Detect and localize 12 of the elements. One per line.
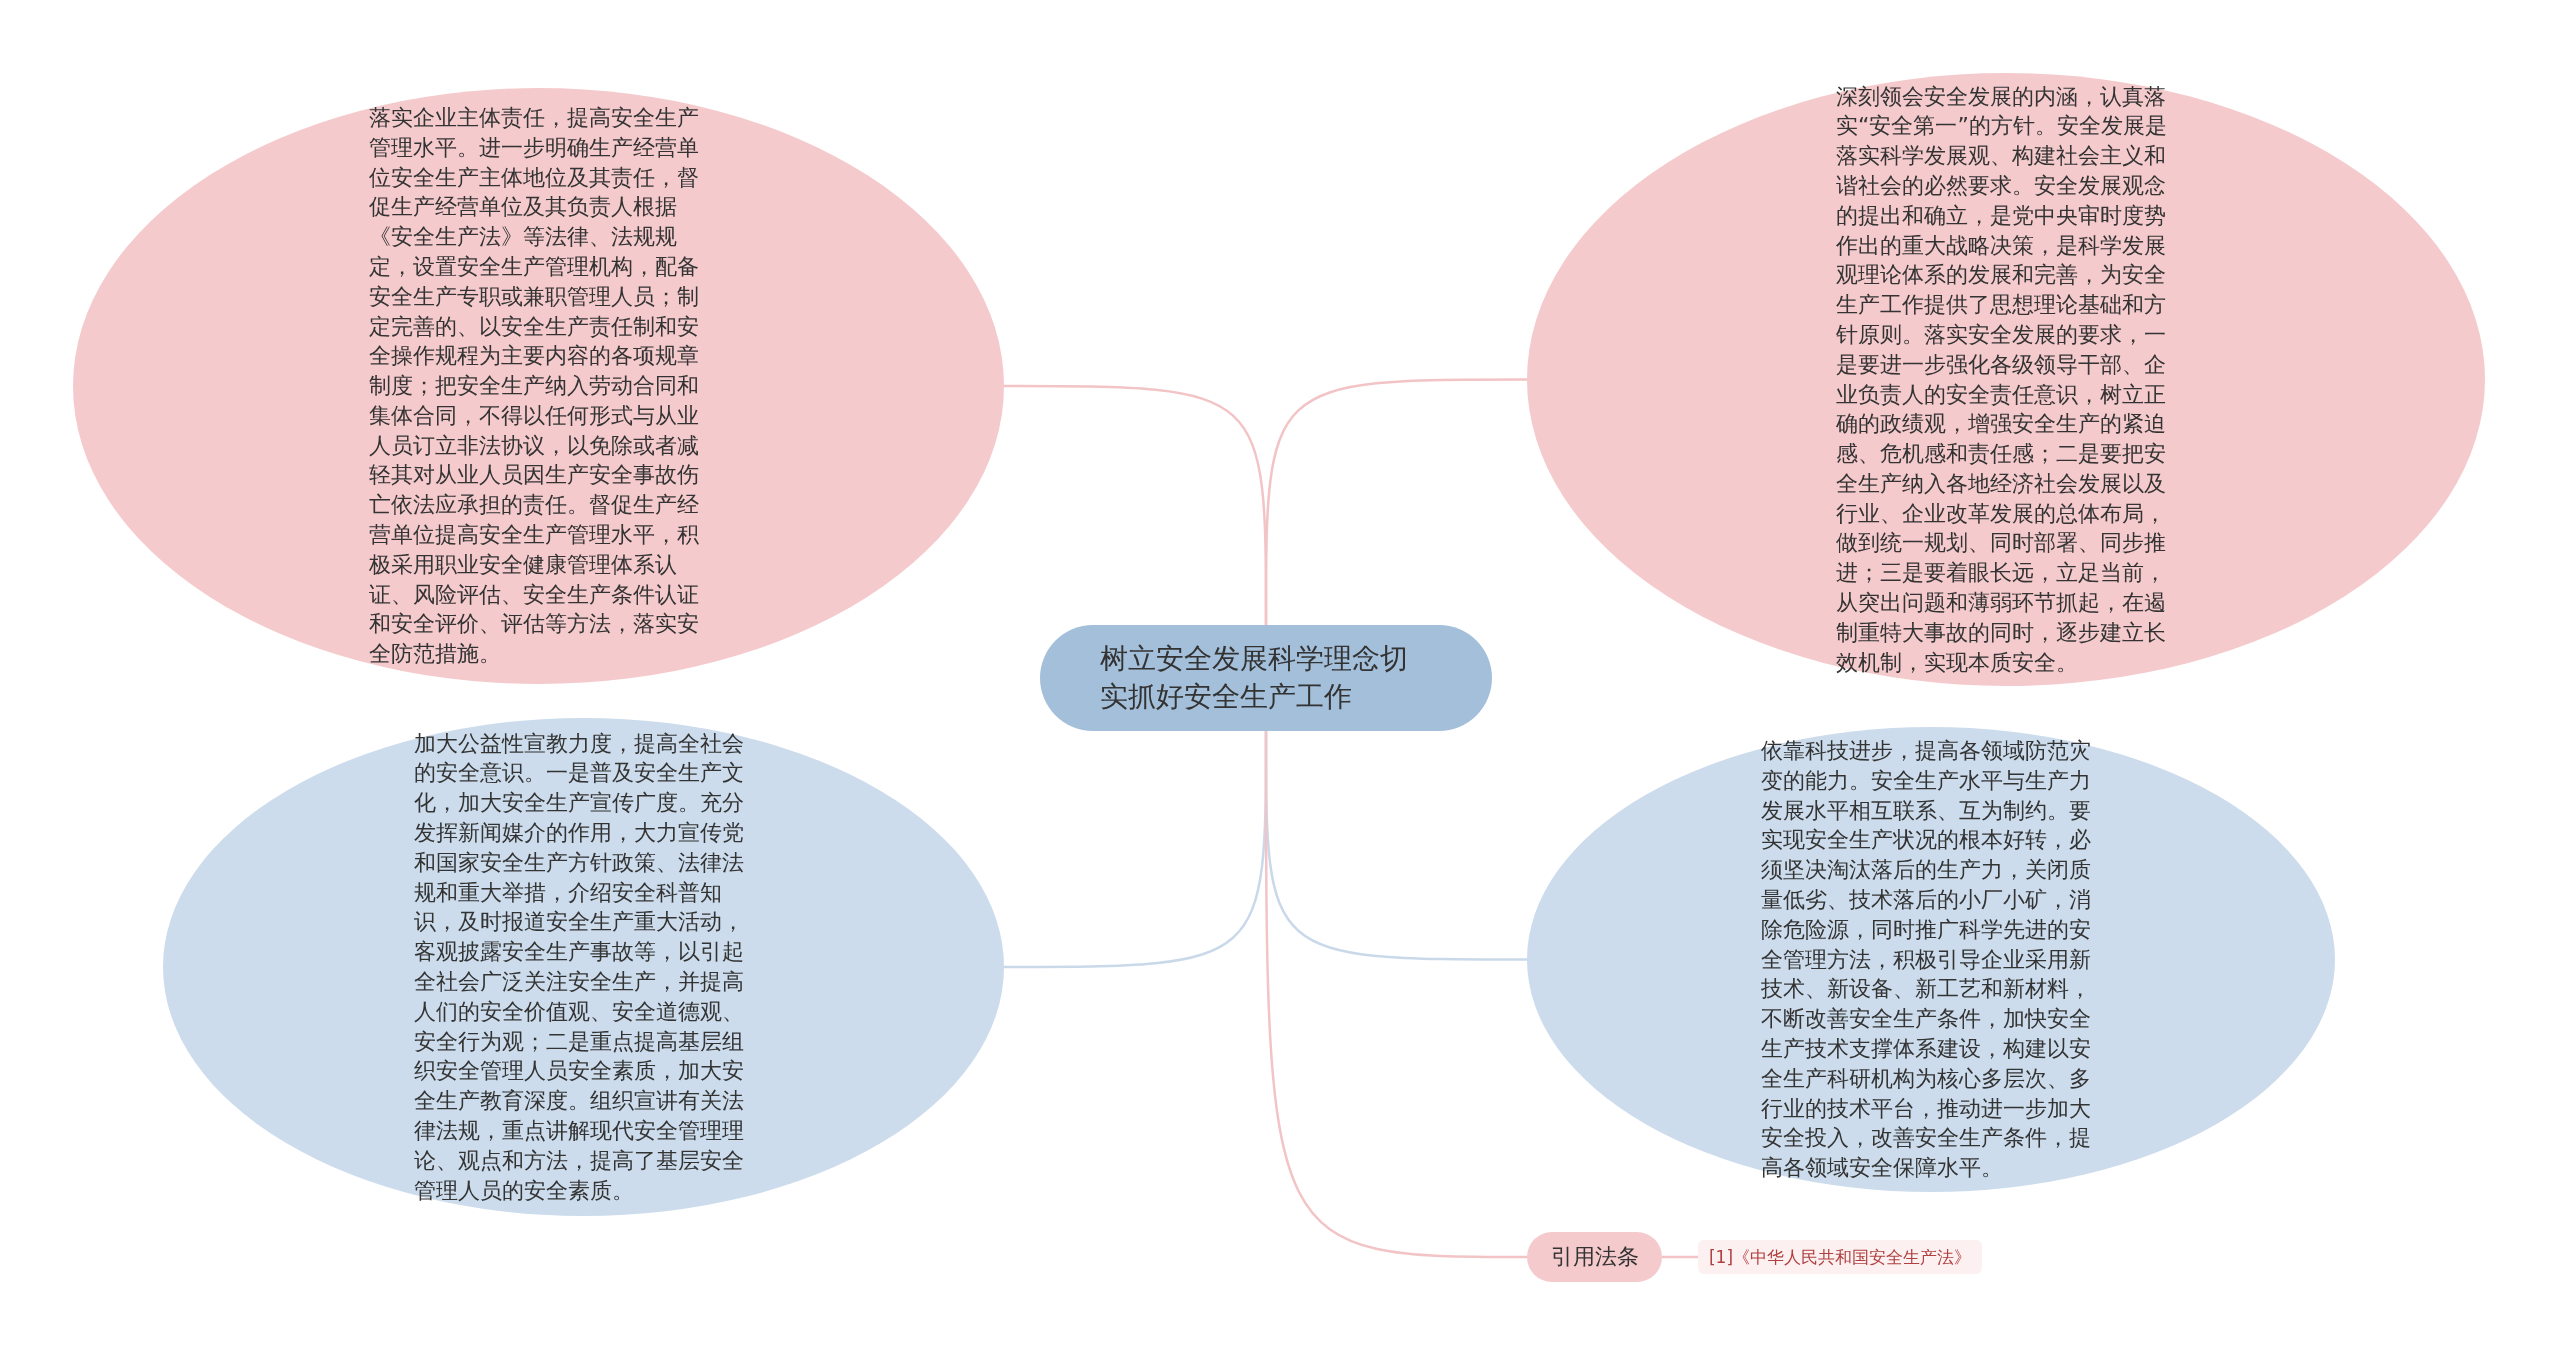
connector-line <box>1662 1255 1698 1259</box>
node-text: 依靠科技进步，提高各领域防范灾变的能力。安全生产水平与生产力发展水平相互联系、互为制约。要实现安全生产状况的根本好转，必须坚决淘汰落后的生产力，关闭质量低劣、技术落后的小厂小矿，消除危险源，同时推广科学先进的安全管理方法，积极引导企业采用新技术、新设备、新工艺和新材料，不断改善安全生产条件，加快安全生产技术支撑体系建设，构建以安全生产科研机构为核心多层次、多行业的技术平台，推动进一步加大安全投入，改善安全生产条件，提高各领域安全保障水平。 <box>1761 737 2092 1183</box>
node-text: 落实企业主体责任，提高安全生产管理水平。进一步明确生产经营单位安全生产主体地位及其责任，督促生产经营单位及其负责人根据《安全生产法》等法律、法规规定，设置安全生产管理机构，配备安全生产专职或兼职管理人员；制定完善的、以安全生产责任制和安全操作规程为主要内容的各项规章制度；把安全生产纳入劳动合同和集体合同，不得以任何形式与从业人员订立非法协议，以免除或者减轻其对从业人员因生产安全事故伤亡依法应承担的责任。督促生产经营单位提高安全生产管理水平，积极采用职业安全健康管理体系认证、风险评估、安全生产条件认证和安全评价、评估等方法，落实安全防范措施。 <box>368 103 700 669</box>
node-text: 树立安全发展科学理念切实抓好安全生产工作 <box>1100 641 1409 715</box>
node-text: 加大公益性宣教力度，提高全社会的安全意识。一是普及安全生产文化，加大安全生产宣传广度。充分发挥新闻媒介的作用，大力宣传党和国家安全生产方针政策、法律法规和重大举措，介绍安全科普知识，及时报道安全生产重大活动，客观披露安全生产事故等，以引起全社会广泛关注安全生产，并提高人们的安全价值观、安全道德观、安全行为观；二是重点提高基层组织安全管理人员安全素质，加大安全生产教育深度。组织宣讲有关法律法规，重点讲解现代安全管理理论、观点和方法，提高了基层安全管理人员的安全素质。 <box>413 729 745 1205</box>
node-text: 深刻领会安全发展的内涵，认真落实“安全第一”的方针。安全发展是落实科学发展观、构建社会主义和谐社会的必然要求。安全发展观念的提出和确立，是党中央审时度势作出的重大战略决策，是科学发展观理论体系的发展和完善，为安全生产工作提供了思想理论基础和方针原则。落实安全发展的要求，一是要进一步强化各级领导干部、企业负责人的安全责任意识，树立正确的政绩观，增强安全生产的紧迫感、危机感和责任感；二是要把安全生产纳入各地经济社会发展以及行业、企业改革发展的总体布局，做到统一规划、同时部署、同步推进；三是要着眼长远，立足当前，从突出问题和薄弱环节抓起，在遏制重特大事故的同时，逐步建立长效机制，实现本质安全。 <box>1836 82 2168 677</box>
tag-pill <box>1527 1232 1662 1282</box>
connector-line <box>1264 731 1527 1259</box>
reference-link <box>1698 1240 1982 1274</box>
node-text: [1]《中华人民共和国安全生产法》 <box>1707 1245 1973 1269</box>
node-text: 引用法条 <box>1549 1243 1640 1271</box>
connector-line <box>1264 378 1527 625</box>
